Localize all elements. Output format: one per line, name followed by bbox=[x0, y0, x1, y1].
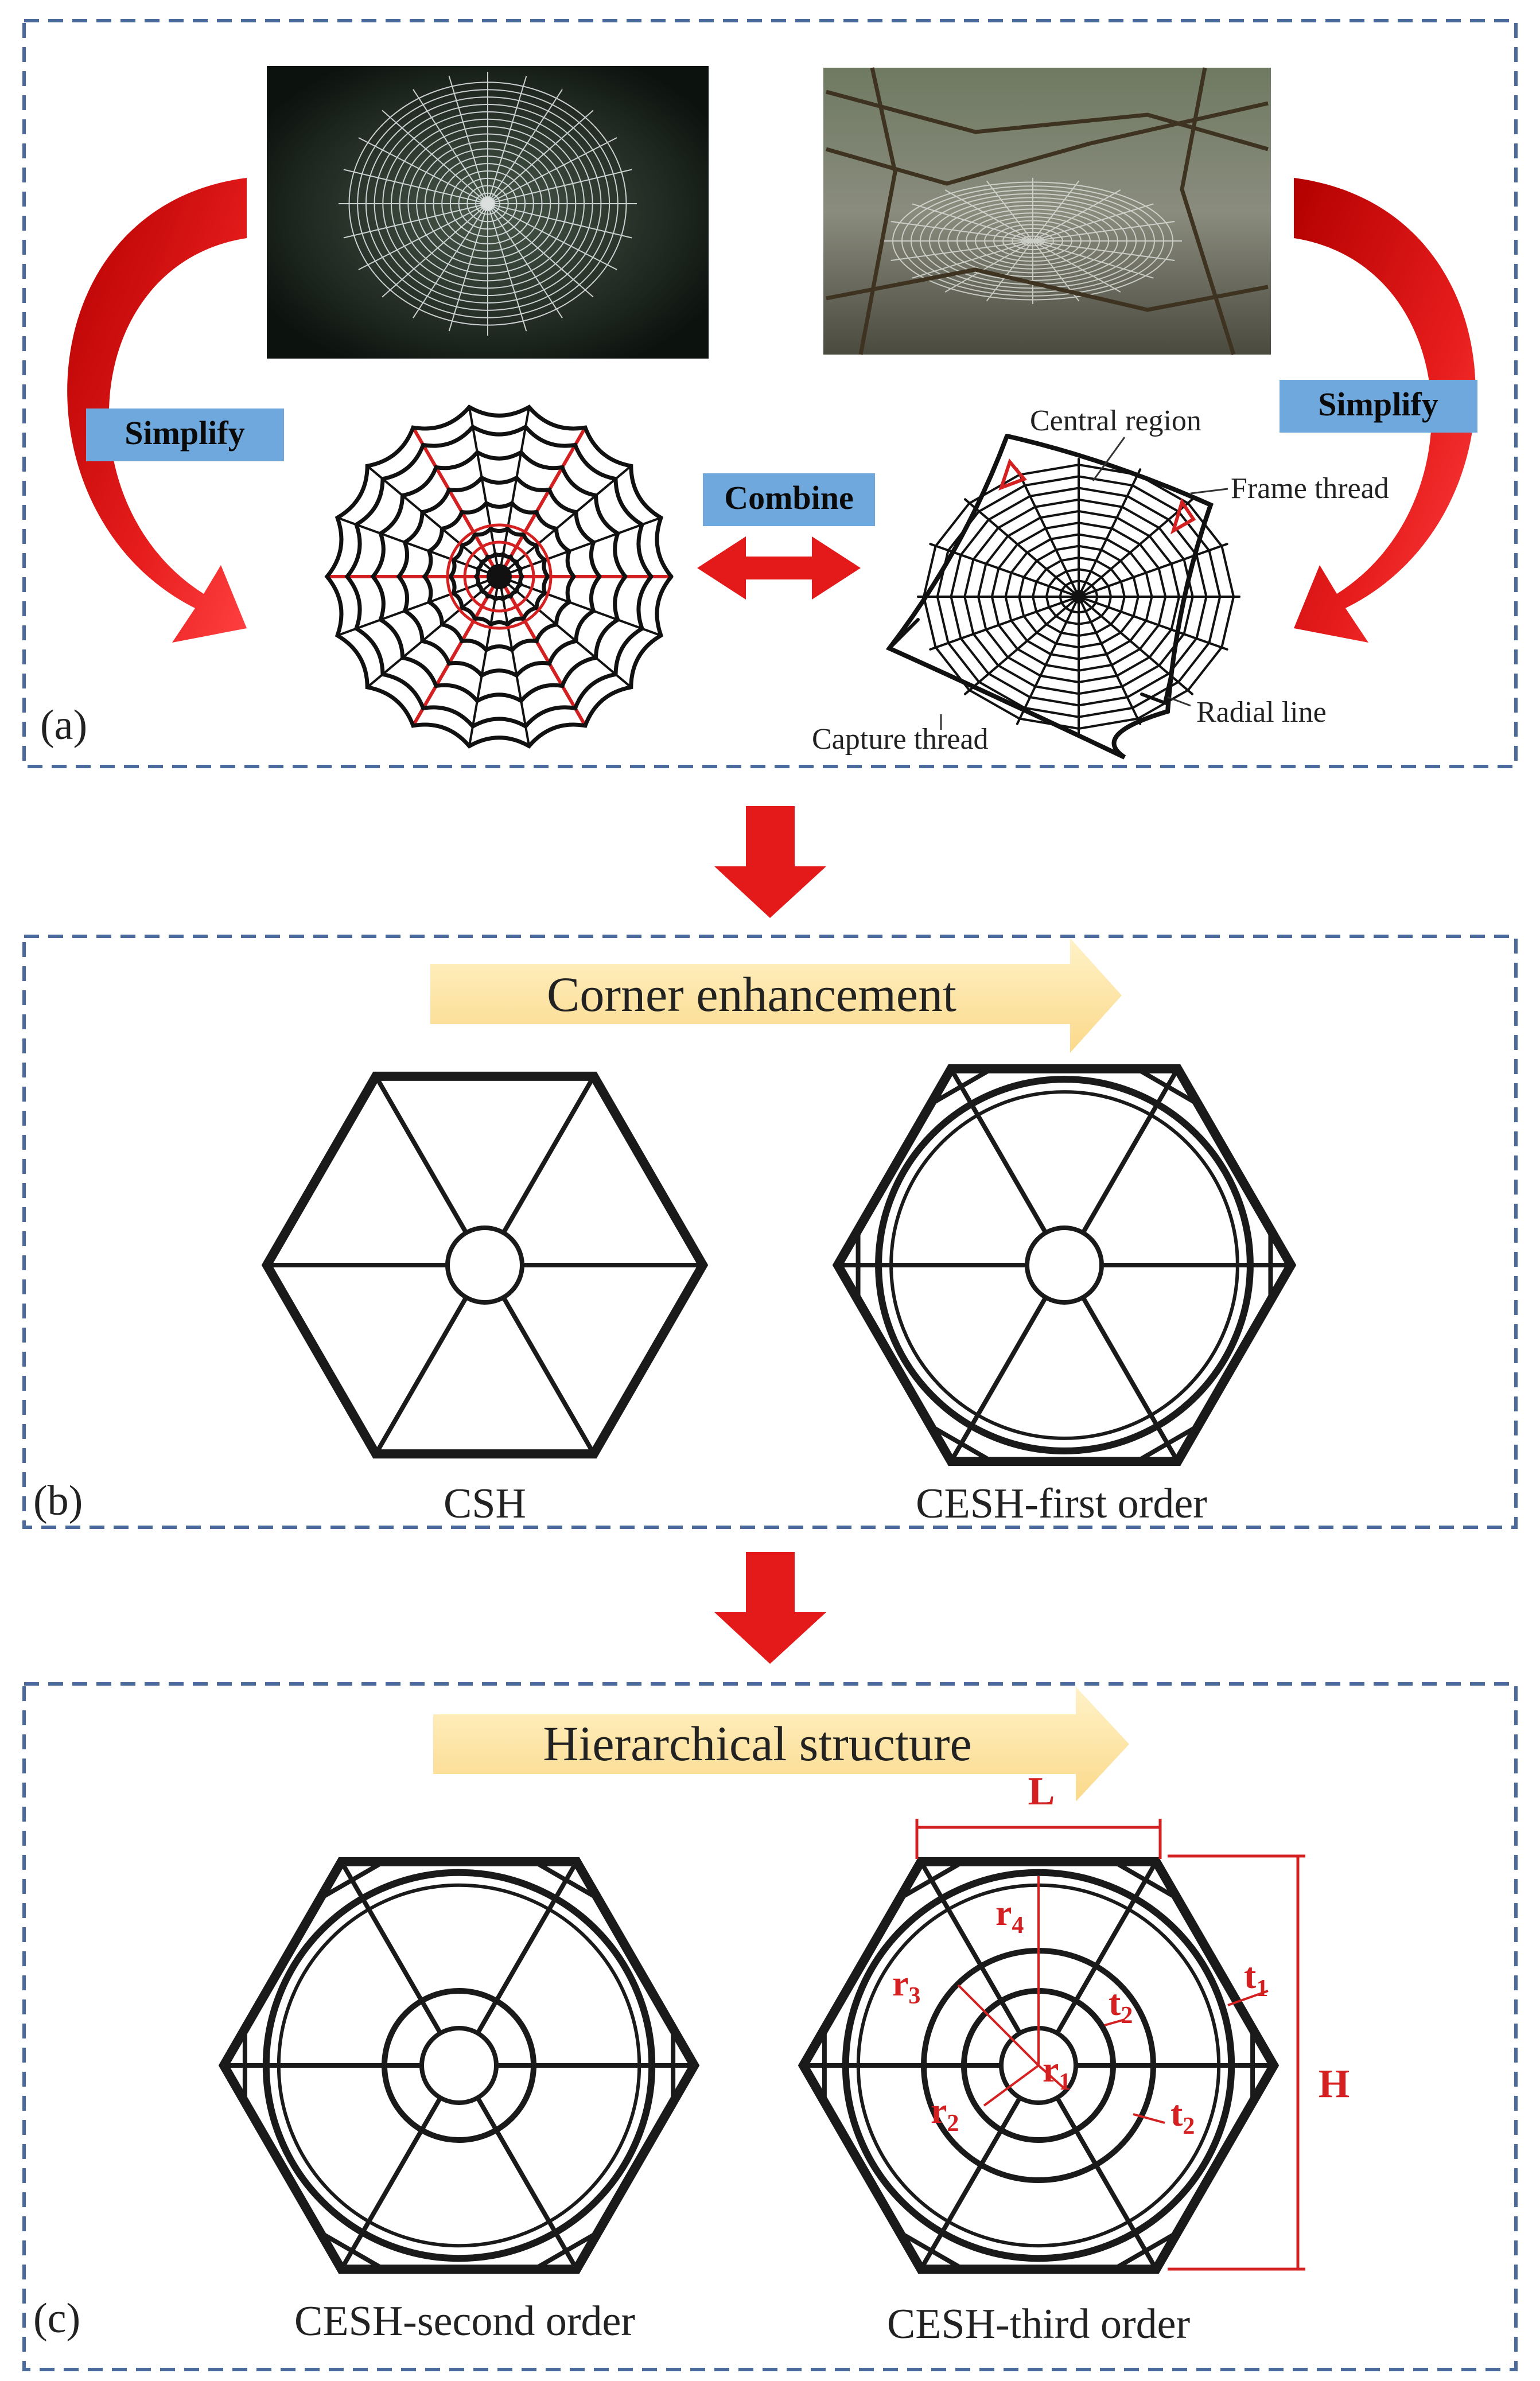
curved-arrow-right bbox=[1294, 178, 1476, 643]
annotation-frame-thread: Frame thread bbox=[1231, 472, 1389, 505]
hexagon-cesh-second bbox=[218, 1857, 700, 2274]
panel-b-label: (b) bbox=[33, 1477, 83, 1524]
curved-arrow-left bbox=[67, 178, 247, 643]
caption-cesh-third: CESH-third order bbox=[887, 2301, 1190, 2348]
radius-lines bbox=[957, 1876, 1269, 2124]
combine-label: Combine bbox=[724, 479, 854, 516]
caption-cesh-first: CESH-first order bbox=[916, 1480, 1207, 1527]
simplify-tag-left: Simplify bbox=[86, 408, 284, 461]
label-r4: r4 bbox=[995, 1892, 1024, 1939]
label-r1: r1 bbox=[1043, 2049, 1071, 2095]
hexagon-cesh-first bbox=[832, 1064, 1297, 1466]
photo-sheet-web bbox=[823, 67, 1271, 356]
panel-b-frame bbox=[22, 935, 1518, 1529]
banner-hierarchical-label: Hierarchical structure bbox=[543, 1716, 971, 1771]
panel-c-label: (c) bbox=[33, 2295, 80, 2342]
hexagon-cesh-third bbox=[798, 1857, 1280, 2274]
hexagon-csh bbox=[261, 1071, 709, 1459]
panel-a-label: (a) bbox=[40, 702, 87, 749]
annotation-radial-line: Radial line bbox=[1196, 696, 1327, 729]
banner-hierarchical-structure: Hierarchical structure bbox=[433, 1687, 1129, 1802]
caption-csh: CSH bbox=[444, 1480, 526, 1527]
annotation-leaders bbox=[940, 437, 1228, 730]
annotation-capture-thread: Capture thread bbox=[812, 723, 989, 756]
combine-tag: Combine bbox=[703, 473, 875, 526]
down-arrow-1 bbox=[714, 806, 826, 918]
dim-H: H bbox=[1319, 2062, 1350, 2106]
simplify-right-label: Simplify bbox=[1318, 386, 1438, 423]
simplify-left-label: Simplify bbox=[125, 414, 245, 452]
banner-corner-enhancement: Corner enhancement bbox=[430, 938, 1122, 1053]
orb-web-schematic bbox=[324, 404, 674, 749]
sheet-web-schematic bbox=[885, 434, 1240, 760]
radius-labels: r4 r3 r1 r2 t1 t2 t2 bbox=[892, 1892, 1268, 2139]
annotation-central-region: Central region bbox=[1030, 404, 1201, 437]
caption-cesh-second: CESH-second order bbox=[294, 2298, 635, 2345]
dim-L: L bbox=[1028, 1769, 1055, 1814]
photo-orb-web bbox=[267, 66, 709, 359]
label-t2-lower: t2 bbox=[1170, 2093, 1195, 2139]
label-r3: r3 bbox=[892, 1963, 920, 2009]
down-arrow-2 bbox=[714, 1552, 826, 1664]
simplify-tag-right: Simplify bbox=[1280, 380, 1477, 433]
panel-c-frame bbox=[22, 1682, 1518, 2371]
dimension-lines bbox=[915, 1819, 1305, 2271]
label-t2-upper: t2 bbox=[1109, 1982, 1133, 2029]
banner-corner-label: Corner enhancement bbox=[547, 967, 956, 1022]
double-arrow-combine bbox=[697, 536, 861, 600]
label-r2: r2 bbox=[931, 2090, 959, 2137]
panel-a-frame bbox=[22, 19, 1518, 768]
